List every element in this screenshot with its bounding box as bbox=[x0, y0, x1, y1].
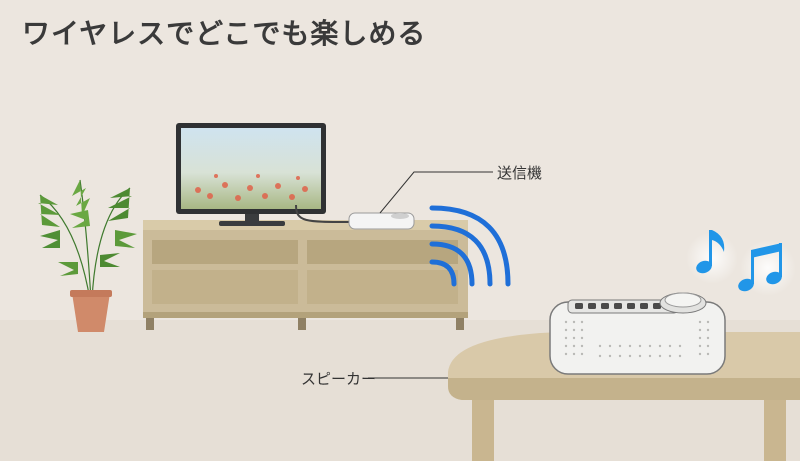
speaker-device bbox=[549, 292, 726, 375]
wireless-signal-icon bbox=[429, 205, 511, 287]
page-title: ワイヤレスでどこでも楽しめる bbox=[22, 17, 427, 50]
potted-plant bbox=[38, 179, 137, 332]
speaker-label: スピーカー bbox=[301, 370, 377, 388]
transmitter-label: 送信機 bbox=[497, 164, 543, 182]
transmitter-device bbox=[295, 204, 415, 230]
transmitter-callout-line bbox=[379, 171, 493, 214]
television bbox=[176, 123, 326, 226]
tv-stand bbox=[143, 220, 468, 330]
music-note-icon bbox=[686, 230, 796, 296]
